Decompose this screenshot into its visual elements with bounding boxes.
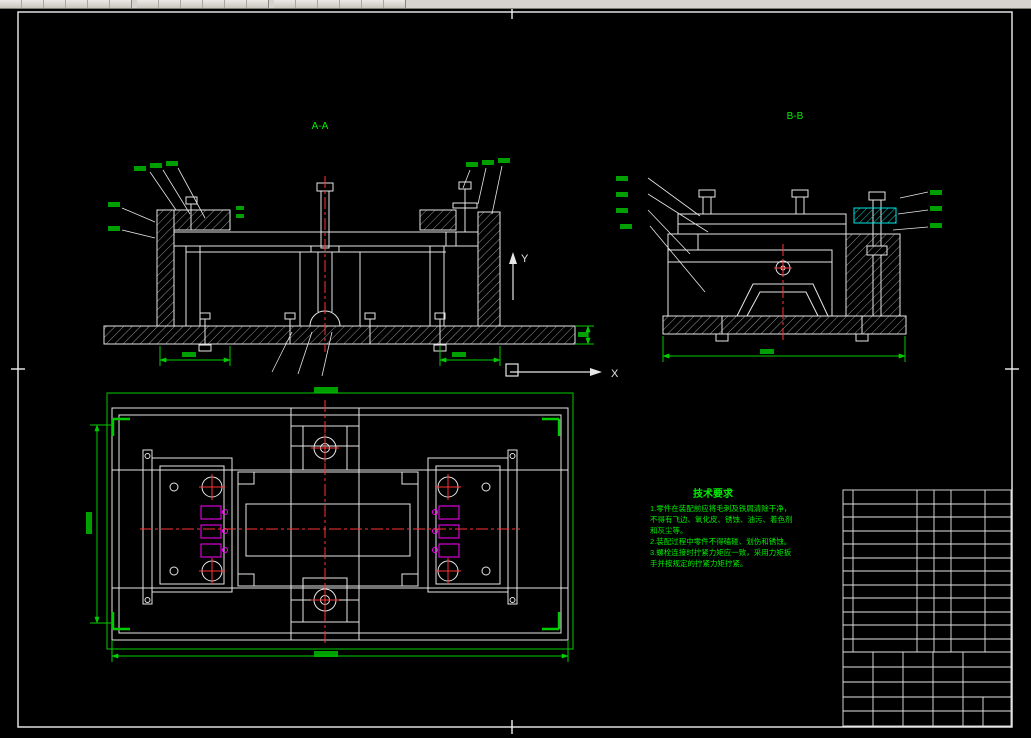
- section-cut-mark: [542, 612, 561, 631]
- note-line: 手并按规定的拧紧力矩拧紧。: [650, 558, 748, 568]
- plate-outline: [111, 407, 569, 641]
- y-axis-arrow-icon: [509, 252, 517, 264]
- technical-notes: 技术要求 1.零件在装配前应将毛刺及铁屑清除干净， 不得有飞边、氧化皮、锈蚀、油…: [650, 487, 793, 568]
- toolbar-button[interactable]: [88, 0, 110, 8]
- section-cut-mark: [542, 417, 561, 436]
- side-section-view: B-B: [647, 111, 929, 342]
- toolbar-button[interactable]: [274, 0, 296, 8]
- title-block: [842, 651, 1012, 727]
- toolbar-button[interactable]: [110, 0, 132, 8]
- toolbar-button[interactable]: [22, 0, 44, 8]
- base-plate: [662, 315, 907, 335]
- vee-block: [736, 283, 829, 317]
- plate-bolts: [698, 189, 809, 215]
- fixture-body: [667, 249, 833, 317]
- toolbar-button[interactable]: [159, 0, 181, 8]
- highlighted-clamp-parts: [200, 505, 460, 558]
- toolbar-button[interactable]: [225, 0, 247, 8]
- front-view-label: A-A: [312, 121, 329, 132]
- toolbar-button[interactable]: [181, 0, 203, 8]
- toolbar-button[interactable]: [318, 0, 340, 8]
- table-plate: [173, 231, 457, 247]
- note-line: 和灰尘等。: [650, 525, 688, 535]
- guide-rails: [142, 449, 518, 605]
- front-section-view: A-A: [103, 121, 576, 377]
- side-view-label: B-B: [787, 111, 804, 122]
- toolbar-button[interactable]: [203, 0, 225, 8]
- base-plate: [103, 325, 576, 345]
- toolbar-button[interactable]: [384, 0, 406, 8]
- toolbar-button[interactable]: [362, 0, 384, 8]
- note-line: 不得有飞边、氧化皮、锈蚀、油污、着色剂: [650, 514, 793, 524]
- top-toolbar: [0, 0, 1031, 9]
- item-leaders: [121, 165, 503, 377]
- note-line: 1.零件在装配前应将毛刺及铁屑清除干净，: [650, 503, 791, 513]
- toolbar-button[interactable]: [66, 0, 88, 8]
- note-line: 2.装配过程中零件不得磕碰、划伤和锈蚀。: [650, 536, 791, 546]
- centerlines: [140, 176, 792, 646]
- toolbar-button[interactable]: [44, 0, 66, 8]
- note-line: 3.螺栓连接时拧紧力矩应一致，采用力矩扳: [650, 547, 792, 557]
- dimension-text-marks: [86, 158, 942, 657]
- base-bolts: [715, 316, 869, 342]
- pedestal: [299, 251, 361, 326]
- x-axis-label: X: [611, 368, 619, 380]
- toolbar-button[interactable]: [247, 0, 269, 8]
- item-leaders: [647, 177, 929, 293]
- toolbar-button[interactable]: [0, 0, 22, 8]
- workpiece-outline: [237, 471, 419, 587]
- parts-list-table: [842, 489, 1012, 653]
- toolbar-button[interactable]: [296, 0, 318, 8]
- sheet-border: [11, 5, 1019, 734]
- insert-block: [853, 207, 897, 224]
- section-cut-mark: [111, 612, 130, 631]
- plan-view: [111, 407, 569, 641]
- notes-title: 技术要求: [693, 487, 734, 500]
- side-view-dimensions: [662, 336, 906, 362]
- front-view-dimensions: [159, 325, 594, 366]
- x-axis-arrow-icon: [590, 368, 602, 376]
- ucs-axis-icon: Y X: [505, 252, 619, 380]
- section-cut-mark: [111, 417, 130, 436]
- toolbar-button[interactable]: [340, 0, 362, 8]
- plan-view-dimensions: [90, 392, 574, 662]
- y-axis-label: Y: [521, 253, 529, 265]
- toolbar-button[interactable]: [137, 0, 159, 8]
